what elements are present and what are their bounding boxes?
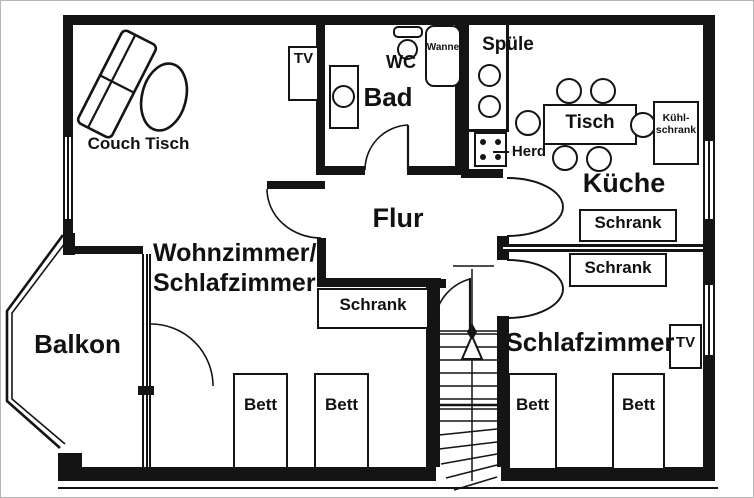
wall-balkon-corner-bottom <box>58 453 82 481</box>
balkon-door-arc <box>150 323 214 387</box>
spuele-label: Spüle <box>482 34 534 55</box>
dining-table <box>543 104 637 145</box>
wc-tank <box>393 26 423 38</box>
chair <box>552 145 578 171</box>
wohnzimmer-label-line1: Wohnzimmer/ <box>153 239 317 267</box>
bathtub <box>425 25 461 87</box>
bett-label: Bett <box>515 395 550 414</box>
bed <box>233 373 288 469</box>
wohnzimmer-label-line2: Schlafzimmer <box>153 269 316 297</box>
fridge-label: Kühl- schrank <box>653 112 699 136</box>
sink-basin-2 <box>478 95 501 118</box>
walk-line-start <box>467 323 477 341</box>
burner <box>480 154 486 160</box>
chair <box>515 110 541 136</box>
tv-cabinet-schlafzimmer <box>669 324 702 369</box>
schrank-wohnzimmer-label: Schrank <box>339 295 407 314</box>
window-schlafzimmer <box>703 285 715 355</box>
bad-sink-basin <box>332 85 355 108</box>
window-kueche <box>703 141 715 219</box>
bathtub-label: Wanne <box>426 42 460 53</box>
wall-kueche-bottom <box>461 169 503 178</box>
wall-outer-left-upper <box>63 25 73 137</box>
bett-label: Bett <box>243 395 278 414</box>
staircase <box>431 269 498 491</box>
balkon-door-glass <box>142 254 151 386</box>
tv-label: TV <box>293 50 314 67</box>
tv-schlafzimmer-label: TV <box>675 334 696 351</box>
wall-bad-bottom-left <box>316 166 365 175</box>
couch-table-label: Couch Tisch <box>87 134 190 153</box>
wohnzimmer-label: Wohnzimmer/ Schlafzimmer <box>153 238 316 298</box>
window-left <box>63 137 73 219</box>
wall-outer-bottom-left <box>63 467 436 481</box>
kueche-door-arc <box>506 177 564 237</box>
balkon-label: Balkon <box>34 329 121 359</box>
wall-outer-bottom-line <box>58 487 718 489</box>
tisch-label: Tisch <box>565 112 615 133</box>
coffee-table <box>139 62 189 132</box>
wall-wohnzimmer-east <box>426 279 440 467</box>
wall-entry-stub <box>426 279 446 288</box>
wall-outer-right-upper <box>703 25 715 141</box>
wall-wohnzimmer-flur-v <box>317 238 326 281</box>
chair <box>586 146 612 172</box>
schrank-kueche-label: Schrank <box>594 213 662 232</box>
bett-label: Bett <box>621 395 656 414</box>
couch <box>76 29 158 139</box>
chair <box>590 78 616 104</box>
burner <box>495 154 501 160</box>
wall-bad-bottom-right <box>407 166 463 175</box>
wall-balkon-top <box>63 246 143 254</box>
schrank-schlafzimmer-label: Schrank <box>584 258 652 277</box>
bad-door-arc <box>364 124 409 171</box>
wall-wohnzimmer-bad <box>316 25 325 173</box>
wall-wohnzimmer-flur-h <box>317 278 441 287</box>
wall-outer-top <box>63 15 715 25</box>
wall-outer-right-mid <box>703 219 715 285</box>
stove <box>474 132 507 167</box>
wall-outer-right-lower <box>703 355 715 467</box>
counter-edge <box>506 25 509 131</box>
counter-bottom <box>469 129 509 132</box>
wall-stair-right <box>497 316 509 467</box>
bett-label: Bett <box>324 395 359 414</box>
sink-basin-1 <box>478 64 501 87</box>
chair <box>556 78 582 104</box>
flur-label: Flur <box>372 203 424 233</box>
burner <box>480 139 486 145</box>
wardrobe-schlafzimmer <box>569 253 667 287</box>
burner <box>495 139 501 145</box>
herd-label: Herd <box>511 143 547 160</box>
herd-leader-line <box>493 151 509 153</box>
wohnzimmer-door-arc <box>266 188 322 239</box>
wall-outer-left-lower <box>63 219 73 239</box>
wardrobe-kueche <box>579 209 677 242</box>
bad-label: Bad <box>363 82 413 112</box>
fridge-label-line2: schrank <box>655 123 697 136</box>
wall-kueche-schlafzimmer <box>503 244 703 252</box>
window-balkon-lower <box>142 395 151 467</box>
wall-balkon-mullion <box>138 386 154 395</box>
chair <box>630 112 656 138</box>
fridge <box>653 101 699 165</box>
schlafzimmer-label: Schlafzimmer <box>505 327 675 357</box>
wardrobe-wohnzimmer <box>317 288 429 329</box>
kueche-label: Küche <box>582 168 666 198</box>
stair-direction-arrow <box>460 333 484 360</box>
tv-cabinet-wohnzimmer <box>288 46 319 101</box>
bed <box>314 373 369 469</box>
bed <box>612 373 665 470</box>
wc-label: WC <box>386 52 416 72</box>
bed <box>508 373 557 470</box>
schlafzimmer-door-arc <box>506 259 564 319</box>
wall-outer-bottom-right <box>501 467 715 481</box>
wc-bowl <box>397 39 418 60</box>
wall-flur-stub <box>267 181 325 189</box>
fridge-label-line1: Kühl- <box>662 112 690 124</box>
